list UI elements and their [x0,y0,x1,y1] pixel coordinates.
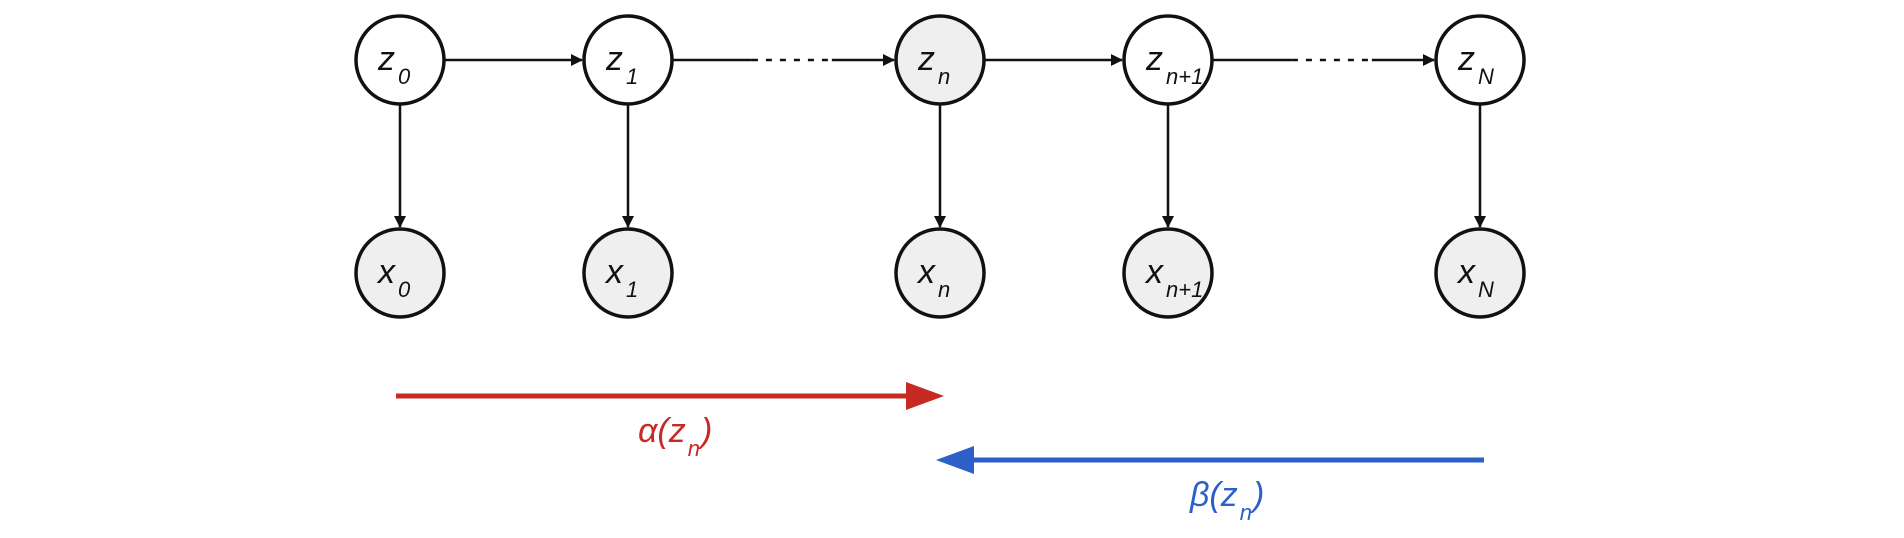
alpha-label: α(zn) [638,412,712,461]
beta-label: β(zn) [1189,476,1264,525]
edges [394,54,1486,228]
message-flows: α(zn) β(zn) [396,382,1484,525]
forward-message: α(zn) [396,382,944,461]
backward-arrowhead [936,446,974,474]
backward-message: β(zn) [936,446,1484,525]
forward-arrowhead [906,382,944,410]
